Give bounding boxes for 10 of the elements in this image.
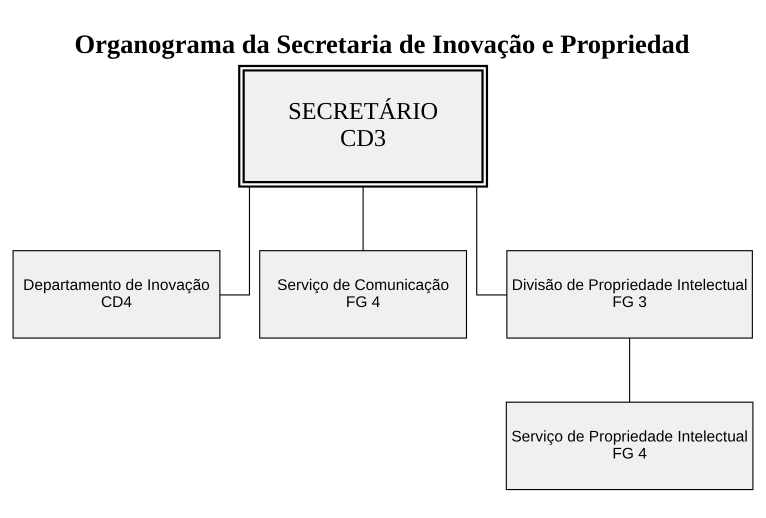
diagram-title: Organograma da Secretaria de Inovação e Propriedad bbox=[74, 28, 690, 59]
connector bbox=[476, 186, 507, 296]
connector bbox=[629, 338, 630, 402]
node-box: Divisão de Propriedade Intelectual FG 3 bbox=[506, 250, 753, 339]
connector bbox=[362, 186, 364, 251]
node-box: Serviço de Comunicação FG 4 bbox=[259, 250, 468, 339]
node-box: Departamento de Inovação CD4 bbox=[12, 250, 220, 339]
node-box: Serviço de Propriedade Intelectual FG 4 bbox=[506, 402, 754, 490]
connector bbox=[220, 186, 250, 296]
node-box: SECRETÁRIO CD3 bbox=[238, 64, 488, 188]
